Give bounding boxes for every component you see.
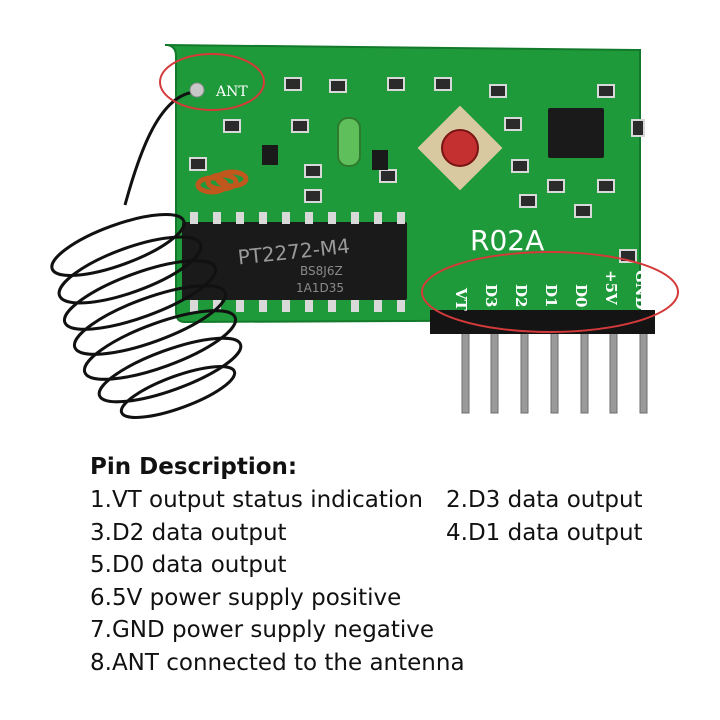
pin-item-5: 5.D0 data output	[90, 552, 287, 578]
pin-label-d2: D2	[512, 284, 530, 307]
small-ic	[548, 108, 604, 158]
description-row-4: 6.5V power supply positive	[90, 582, 690, 615]
description-row-1: 1.VT output status indication 2.D3 data …	[90, 484, 690, 517]
chip-sublabel-2: 1A1D35	[296, 281, 344, 295]
description-row-5: 7.GND power supply negative	[90, 614, 690, 647]
trimmer-dial	[441, 129, 479, 167]
antenna-spring	[50, 90, 243, 419]
pin-item-2: 2.D3 data output	[446, 487, 643, 513]
pin-item-1: 1.VT output status indication	[90, 487, 423, 513]
antenna-pad	[189, 82, 205, 98]
ant-highlight-circle	[159, 53, 265, 111]
description-row-3: 5.D0 data output	[90, 549, 690, 582]
inductor	[337, 117, 361, 167]
pin-description: Pin Description: 1.VT output status indi…	[90, 452, 690, 679]
ant-label: ANT	[215, 84, 248, 100]
chip-legs	[190, 212, 405, 312]
pin-label-d3: D3	[482, 284, 500, 307]
chip-sublabel: BS8J6Z	[300, 264, 343, 278]
pin-item-6: 6.5V power supply positive	[90, 584, 402, 611]
pin-labels: VT D3 D2 D1 D0 +5V GND	[452, 270, 650, 312]
pin-description-heading: Pin Description:	[90, 454, 298, 480]
smd-components	[189, 77, 645, 263]
pin-item-3: 3.D2 data output	[90, 519, 287, 546]
pt2272-chip	[182, 222, 407, 300]
pin-item-4: 4.D1 data output	[446, 519, 643, 546]
pins-highlight-circle	[421, 251, 679, 333]
pin-label-5v: +5V	[602, 270, 620, 305]
pin-item-8: 8.ANT connected to the antenna	[90, 649, 465, 676]
pin-label-gnd: GND	[632, 270, 650, 310]
pin-label-d1: D1	[542, 284, 560, 307]
pin-label-vt: VT	[452, 287, 470, 312]
pin-item-7: 7.GND power supply negative	[90, 617, 435, 643]
copper-coil	[195, 169, 249, 195]
receiver-module-photo: PT2272-M4 BS8J6Z 1A1D35 ANT	[50, 44, 679, 419]
transistors	[262, 145, 388, 170]
description-row-6: 8.ANT connected to the antenna	[90, 647, 690, 680]
pin-label-d0: D0	[572, 284, 590, 307]
description-row-2: 3.D2 data output 4.D1 data output	[90, 517, 690, 550]
